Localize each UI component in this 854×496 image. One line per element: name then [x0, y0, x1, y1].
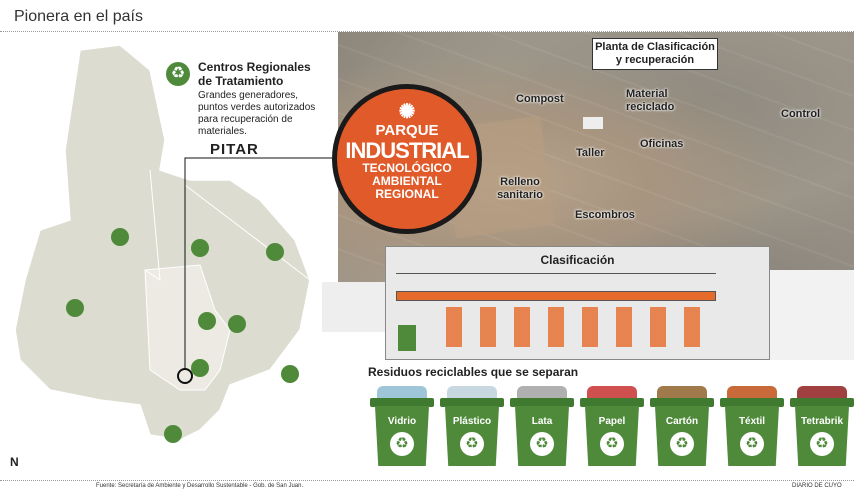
bin-lid [510, 398, 574, 407]
park-line: AMBIENTAL [372, 174, 442, 188]
brand-text: DIARIO DE CUYO [792, 483, 842, 489]
pitar-label: PITAR [210, 141, 259, 158]
divider [0, 480, 854, 481]
label-planta: Planta de Clasificación y recuperación [592, 38, 718, 70]
bin-label: Plástico [452, 416, 492, 427]
recycle-icon: ♻ [530, 432, 554, 456]
bin-6: Tetrabrik ♻ [790, 386, 854, 468]
conveyor-belt [396, 291, 716, 301]
sorting-bins [446, 307, 706, 347]
recycle-icon: ♻ [740, 432, 764, 456]
container [398, 325, 416, 351]
classification-plant-diagram: Clasificación [385, 246, 770, 360]
label-control: Control [781, 108, 821, 120]
park-line: INDUSTRIAL [345, 138, 469, 163]
source-text: Fuente: Secretaría de Ambiente y Desarro… [96, 483, 304, 489]
bin-label: Téxtil [738, 416, 766, 427]
park-badge: ✺ PARQUE INDUSTRIAL TECNOLÓGICO AMBIENTA… [332, 84, 482, 234]
legend-description: Grandes generadores, puntos verdes autor… [198, 90, 316, 137]
bin-0: Vidrio ♻ [370, 386, 434, 468]
bin-lid [440, 398, 504, 407]
bin-label: Cartón [665, 416, 699, 427]
map-region-south [144, 264, 231, 391]
label-relleno: Relleno sanitario [497, 176, 543, 201]
map-region [14, 44, 311, 441]
label-material: Material reciclado [626, 88, 675, 113]
recycle-icon: ♻ [600, 432, 624, 456]
recycle-icon: ♻ [810, 432, 834, 456]
bin-contents [447, 386, 497, 400]
factory-title: Clasificación [540, 253, 615, 267]
bin-label: Vidrio [387, 416, 417, 427]
aerial-photo [338, 32, 854, 282]
bin-lid [720, 398, 784, 407]
recycling-center-markers [66, 228, 299, 443]
park-line: TECNOLÓGICO [362, 161, 452, 175]
province-map [14, 44, 336, 443]
bin-3: Papel ♻ [580, 386, 644, 468]
bin-contents [657, 386, 707, 400]
truck-area [322, 282, 385, 332]
north-icon: N [10, 455, 19, 469]
park-line: REGIONAL [375, 187, 439, 201]
bin-contents [517, 386, 567, 400]
factory-beam [396, 273, 716, 274]
bin-4: Cartón ♻ [650, 386, 714, 468]
divider [0, 31, 854, 32]
page-title: Pionera en el país [14, 8, 143, 25]
bin-lid [580, 398, 644, 407]
recycle-icon: ♻ [670, 432, 694, 456]
legend-title: Centros Regionales de Tratamiento [198, 60, 311, 88]
recycle-icon: ♻ [166, 62, 190, 86]
park-line: PARQUE [375, 122, 439, 139]
bin-label: Papel [598, 416, 626, 427]
label-oficinas: Oficinas [640, 138, 684, 150]
bin-label: Lata [531, 416, 553, 427]
bin-lid [790, 398, 854, 407]
bin-5: Téxtil ♻ [720, 386, 784, 468]
ramp-area [770, 270, 854, 360]
label-taller: Taller [576, 147, 605, 159]
bins-title: Residuos reciclables que se separan [368, 365, 579, 379]
recycle-logo-icon: ✺ [398, 101, 416, 123]
bin-contents [797, 386, 847, 400]
bin-contents [587, 386, 637, 400]
bin-lid [650, 398, 714, 407]
bin-contents [727, 386, 777, 400]
label-escombros: Escombros [575, 209, 635, 221]
bin-contents [377, 386, 427, 400]
recycle-icon: ♻ [460, 432, 484, 456]
recycle-icon: ♻ [390, 432, 414, 456]
bin-lid [370, 398, 434, 407]
bin-label: Tetrabrik [800, 416, 844, 427]
label-compost: Compost [516, 93, 564, 105]
bin-2: Lata ♻ [510, 386, 574, 468]
bin-1: Plástico ♻ [440, 386, 504, 468]
